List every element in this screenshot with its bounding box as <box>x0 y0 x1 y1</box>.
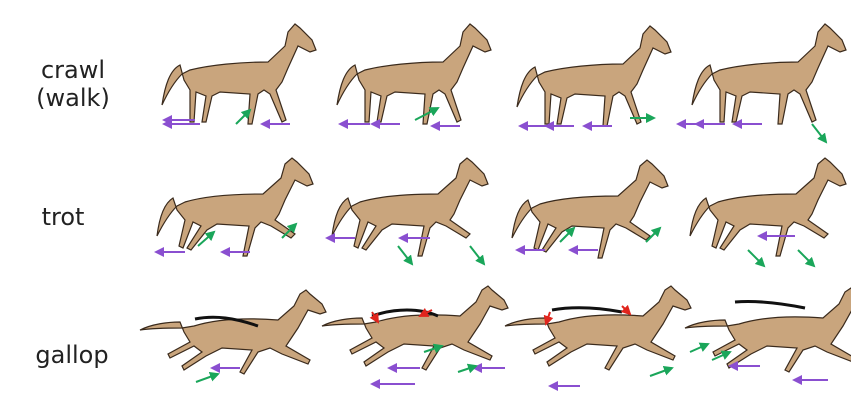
leg-motion-arrow <box>458 366 476 372</box>
horse-gallop-2 <box>322 286 508 370</box>
leg-motion-arrow <box>748 250 764 266</box>
spine-line <box>552 308 622 312</box>
spine-arrow <box>546 312 550 324</box>
horse-crawl-1 <box>162 24 316 124</box>
leg-motion-arrow <box>470 246 484 264</box>
leg-motion-arrow <box>812 124 826 142</box>
horse-gallop-1 <box>140 290 326 374</box>
horse-crawl-3 <box>517 26 671 126</box>
horse-trot-1 <box>157 158 313 256</box>
horse-crawl-4 <box>692 24 846 124</box>
horse-gallop-3 <box>505 286 691 370</box>
leg-motion-arrow <box>196 374 218 382</box>
leg-motion-arrow <box>398 246 412 264</box>
horse-gallop-4 <box>685 288 851 372</box>
leg-motion-arrow <box>690 344 708 352</box>
horse-trot-4 <box>690 158 846 256</box>
horse-trot-2 <box>332 158 488 256</box>
leg-motion-arrow <box>798 250 814 266</box>
leg-motion-arrow <box>650 368 672 376</box>
horse-trot-3 <box>512 160 668 258</box>
spine-arrow <box>622 306 630 314</box>
horse-crawl-2 <box>337 24 491 124</box>
spine-line <box>735 301 805 308</box>
